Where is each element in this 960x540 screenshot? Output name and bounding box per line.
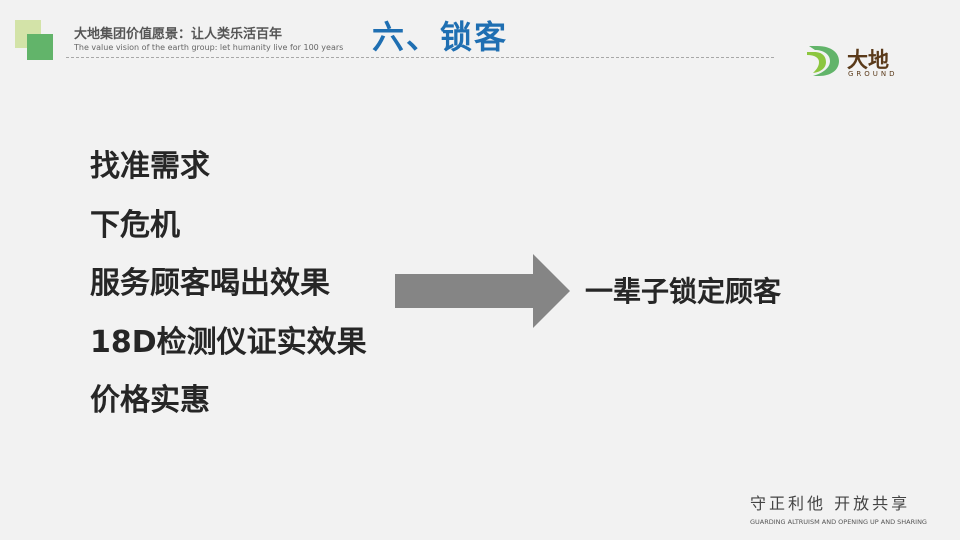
logo-text: 大地	[847, 48, 889, 72]
list-item: 18D检测仪证实效果	[90, 324, 367, 360]
point-list: 找准需求 下危机 服务顾客喝出效果 18D检测仪证实效果 价格实惠	[90, 147, 367, 440]
decor-square-green	[27, 34, 53, 60]
list-item: 下危机	[90, 207, 180, 243]
header-title: 大地集团价值愿景：让人类乐活百年	[74, 27, 283, 42]
ground-logo-icon	[807, 46, 839, 76]
list-item: 价格实惠	[90, 383, 210, 418]
page-heading: 六、锁客	[372, 18, 509, 56]
logo-subtext: GROUND	[848, 70, 898, 78]
header-subtitle: The value vision of the earth group: let…	[74, 43, 344, 52]
list-item: 找准需求	[90, 149, 210, 184]
list-item: 服务顾客喝出效果	[90, 266, 330, 301]
footer-slogan: 守正利他 开放共享	[750, 494, 911, 513]
result-text: 一辈子锁定顾客	[585, 275, 782, 308]
footer-slogan-en: GUARDING ALTRUISM AND OPENING UP AND SHA…	[750, 518, 927, 526]
arrow-right-icon	[395, 254, 570, 328]
brand-logo: 大地 GROUND	[803, 40, 913, 80]
header-divider	[66, 57, 774, 58]
